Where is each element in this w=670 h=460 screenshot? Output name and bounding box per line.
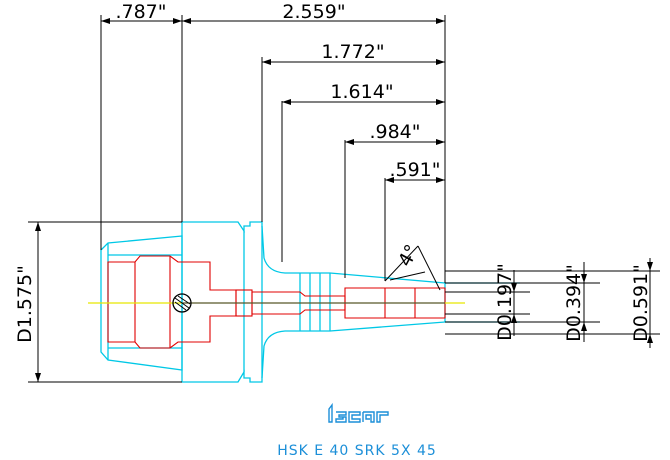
dim-1614-label: 1.614" xyxy=(330,81,393,103)
diameter-0197-label: D0.197" xyxy=(494,263,516,341)
diameter-flange-label: D1.575" xyxy=(14,265,36,343)
dim-2559-label: 2.559" xyxy=(282,1,345,23)
center-symbol xyxy=(172,293,192,313)
dim-591-label: .591" xyxy=(389,159,440,181)
dimension-lines xyxy=(28,15,660,383)
dim-1772-label: 1.772" xyxy=(321,41,384,63)
flange-outline xyxy=(181,221,263,383)
diameter-0394-label: D0.394" xyxy=(563,264,585,342)
tool-bore xyxy=(344,287,446,319)
holder-outline xyxy=(100,221,520,383)
tool-designation: HSK E 40 SRK 5X 45 xyxy=(277,443,437,459)
inner-details xyxy=(107,255,446,349)
neck-grooves xyxy=(299,273,331,331)
dim-787-label: .787" xyxy=(115,1,166,23)
angle-label: 4° xyxy=(394,241,424,270)
neck-outline xyxy=(261,225,446,284)
neck-outline-bottom xyxy=(261,321,446,379)
iscar-logo xyxy=(328,402,389,423)
diameter-0591-label: D0.591" xyxy=(630,264,652,342)
clamping-bore-outline xyxy=(107,255,237,349)
dim-984-label: .984" xyxy=(369,121,420,143)
arrowheads xyxy=(35,18,653,382)
